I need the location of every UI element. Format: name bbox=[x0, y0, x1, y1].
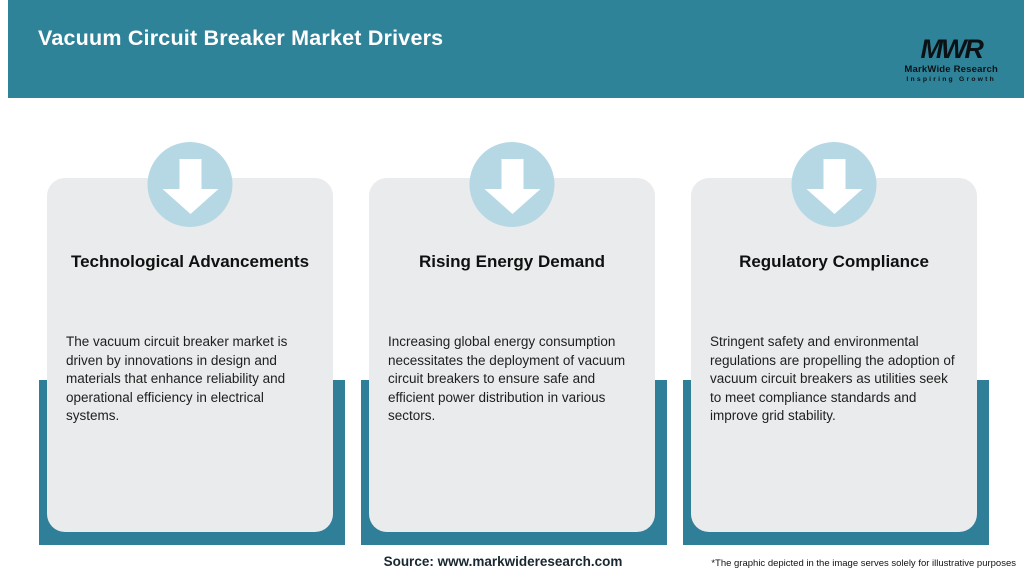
logo-acronym: MWR bbox=[920, 34, 983, 64]
logo-tagline: Inspiring Growth bbox=[906, 75, 996, 83]
driver-column-2: Rising Energy Demand Increasing global e… bbox=[361, 142, 667, 545]
driver-card: Regulatory Compliance Stringent safety a… bbox=[691, 178, 977, 532]
card-description: The vacuum circuit breaker market is dri… bbox=[66, 334, 288, 423]
driver-card: Technological Advancements The vacuum ci… bbox=[47, 178, 333, 532]
card-description: Stringent safety and environmental regul… bbox=[710, 334, 955, 423]
logo-name: MarkWide Research bbox=[904, 64, 998, 75]
down-arrow-icon bbox=[469, 142, 555, 227]
driver-card: Rising Energy Demand Increasing global e… bbox=[369, 178, 655, 532]
disclaimer-text: *The graphic depicted in the image serve… bbox=[711, 558, 1016, 569]
card-title: Rising Energy Demand bbox=[418, 252, 606, 271]
card-title: Technological Advancements bbox=[70, 252, 310, 271]
header-bar: Vacuum Circuit Breaker Market Drivers MW… bbox=[8, 0, 1024, 98]
card-description: Increasing global energy consumption nec… bbox=[388, 334, 626, 423]
down-arrow-icon bbox=[791, 142, 877, 227]
markwide-research-logo: MWR MarkWide Research Inspiring Growth bbox=[904, 36, 998, 83]
page-title: Vacuum Circuit Breaker Market Drivers bbox=[38, 26, 444, 50]
driver-column-3: Regulatory Compliance Stringent safety a… bbox=[683, 142, 989, 545]
card-title: Regulatory Compliance bbox=[739, 252, 929, 271]
down-arrow-icon bbox=[147, 142, 233, 227]
driver-cards-row: Technological Advancements The vacuum ci… bbox=[39, 142, 989, 545]
source-text: Source: www.markwideresearch.com bbox=[383, 554, 623, 569]
driver-column-1: Technological Advancements The vacuum ci… bbox=[39, 142, 345, 545]
